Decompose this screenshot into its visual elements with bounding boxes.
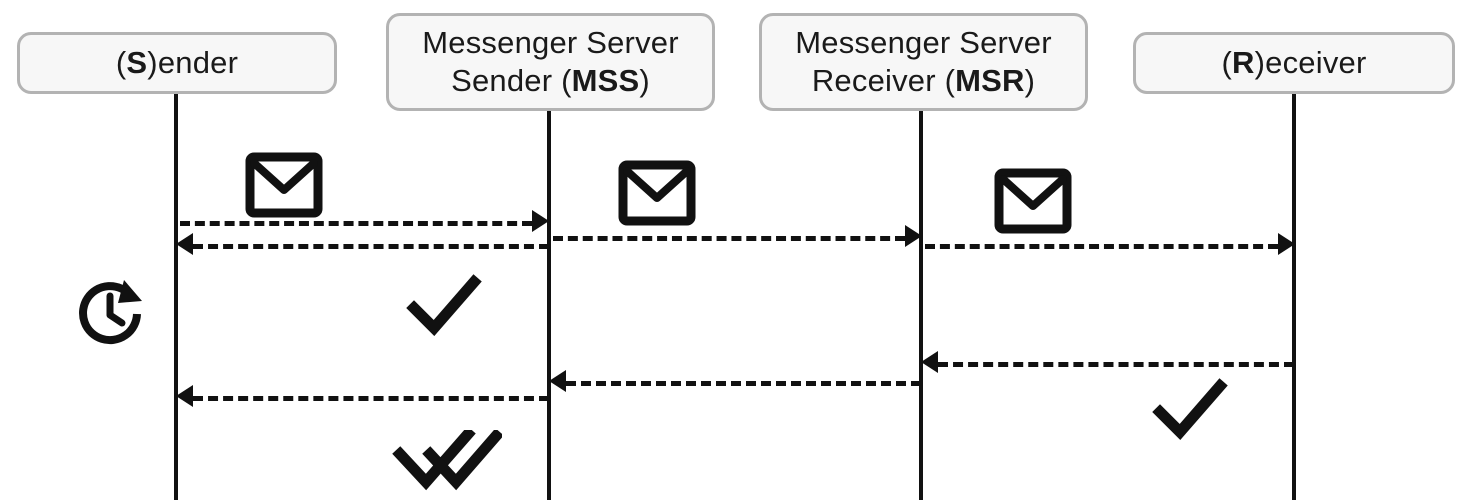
envelope-icon (994, 168, 1072, 234)
double-check-icon (392, 430, 502, 500)
message-msr-to-mss-ack (566, 381, 921, 386)
lifeline-mss (547, 111, 551, 500)
envelope-icon (618, 160, 696, 226)
arrowhead-msr-to-mss-ack (549, 370, 566, 392)
message-sender-to-mss (180, 221, 532, 226)
message-mss-to-msr (553, 236, 905, 241)
participant-sender-label: (S)ender (115, 45, 239, 81)
arrowhead-receiver-to-msr-ack (921, 351, 938, 373)
lifeline-sender (174, 94, 178, 500)
arrowhead-mss-to-sender-delivered (176, 385, 193, 407)
lifeline-msr (919, 111, 923, 500)
single-check-icon (1150, 378, 1230, 442)
arrowhead-mss-to-msr (905, 225, 922, 247)
participant-receiver[interactable]: (R)eceiver (1133, 32, 1455, 94)
participant-sender[interactable]: (S)ender (17, 32, 337, 94)
arrowhead-msr-to-receiver (1278, 233, 1295, 255)
participant-receiver-label: (R)eceiver (1221, 45, 1367, 81)
arrowhead-sender-to-mss (532, 210, 549, 232)
clock-retry-icon (72, 276, 148, 352)
single-check-icon (404, 272, 484, 336)
message-msr-to-receiver (925, 244, 1278, 249)
message-receiver-to-msr-ack (938, 362, 1294, 367)
lifeline-receiver (1292, 94, 1296, 500)
message-mss-to-sender-ack (193, 244, 549, 249)
arrowhead-mss-to-sender-ack (176, 233, 193, 255)
envelope-icon (245, 152, 323, 218)
message-mss-to-sender-delivered (193, 396, 549, 401)
